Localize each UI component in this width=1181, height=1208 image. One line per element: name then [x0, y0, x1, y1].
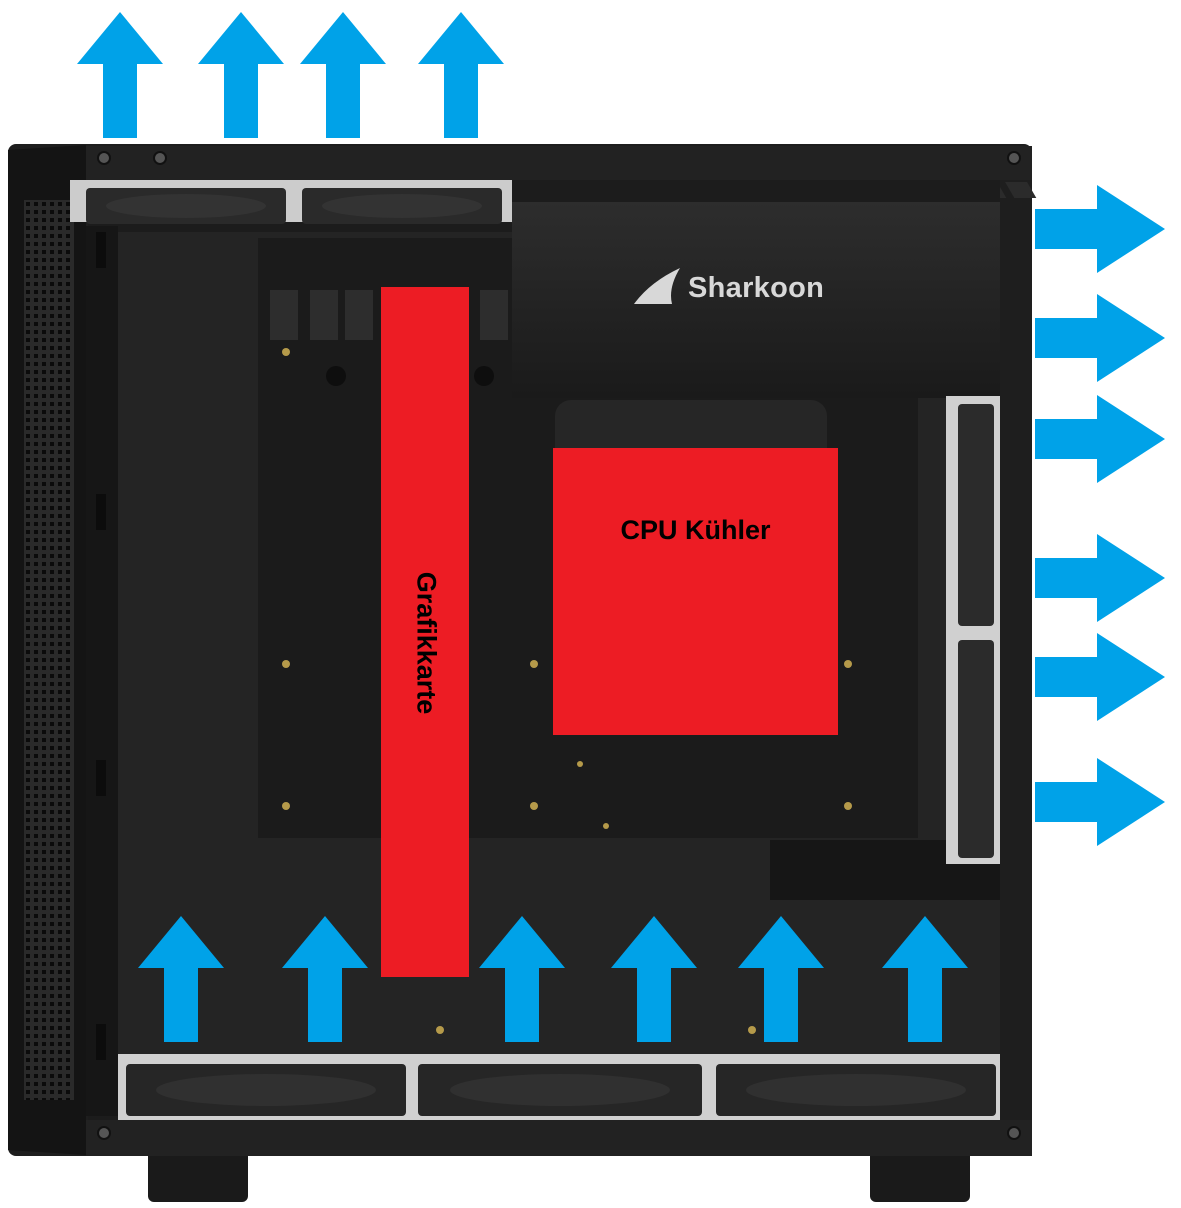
expansion-slots	[270, 290, 508, 340]
brand-logo-text: Sharkoon	[688, 272, 825, 304]
psu-shroud	[512, 202, 1000, 398]
graphics-card-block	[381, 287, 469, 977]
top-frame	[86, 146, 1032, 180]
airflow-arrow-up-icon	[77, 12, 163, 138]
glass-clip	[96, 760, 106, 796]
rear-exhaust-arrows	[1035, 185, 1165, 846]
cpu-cooler-block	[553, 448, 838, 735]
bottom-intake-arrows	[138, 916, 968, 1042]
top-fan	[290, 180, 512, 224]
airflow-arrow-up-icon	[198, 12, 284, 138]
bottom-fan	[118, 1054, 410, 1120]
airflow-arrow-up-icon	[479, 916, 565, 1042]
case-foot-right	[870, 1150, 970, 1202]
screw	[97, 1126, 111, 1140]
airflow-arrow-up-icon	[738, 916, 824, 1042]
graphics-card-label: Grafikkarte	[411, 571, 442, 715]
airflow-arrow-right-icon	[1035, 294, 1165, 382]
screw	[1007, 151, 1021, 165]
bottom-frame	[86, 1120, 1032, 1156]
airflow-arrow-right-icon	[1035, 185, 1165, 273]
case-foot-left	[148, 1150, 248, 1202]
airflow-arrow-right-icon	[1035, 633, 1165, 721]
glass-edge	[86, 226, 118, 1116]
airflow-arrow-right-icon	[1035, 758, 1165, 846]
glass-clip	[96, 1024, 106, 1060]
cpu-cooler-label: CPU Kühler	[620, 515, 771, 545]
airflow-arrow-up-icon	[138, 916, 224, 1042]
airflow-arrow-right-icon	[1035, 395, 1165, 483]
standoffs	[282, 348, 852, 1034]
rear-fan	[946, 396, 1000, 632]
airflow-arrow-up-icon	[282, 916, 368, 1042]
airflow-arrow-up-icon	[418, 12, 504, 138]
bottom-fan	[708, 1054, 1000, 1120]
bottom-fan	[410, 1054, 708, 1120]
top-exhaust-arrows	[77, 12, 504, 138]
glass-clip	[96, 494, 106, 530]
grommet	[326, 366, 346, 386]
glass-clip	[96, 232, 106, 268]
grommet	[474, 366, 494, 386]
airflow-arrow-up-icon	[300, 12, 386, 138]
front-mesh	[24, 200, 74, 1100]
screw	[97, 151, 111, 165]
airflow-arrow-right-icon	[1035, 534, 1165, 622]
screw	[153, 151, 167, 165]
rear-fan	[946, 632, 1000, 864]
top-fan	[70, 180, 290, 224]
airflow-arrow-up-icon	[882, 916, 968, 1042]
airflow-arrow-up-icon	[611, 916, 697, 1042]
sharkoon-logo-icon	[634, 268, 680, 304]
screw	[1007, 1126, 1021, 1140]
